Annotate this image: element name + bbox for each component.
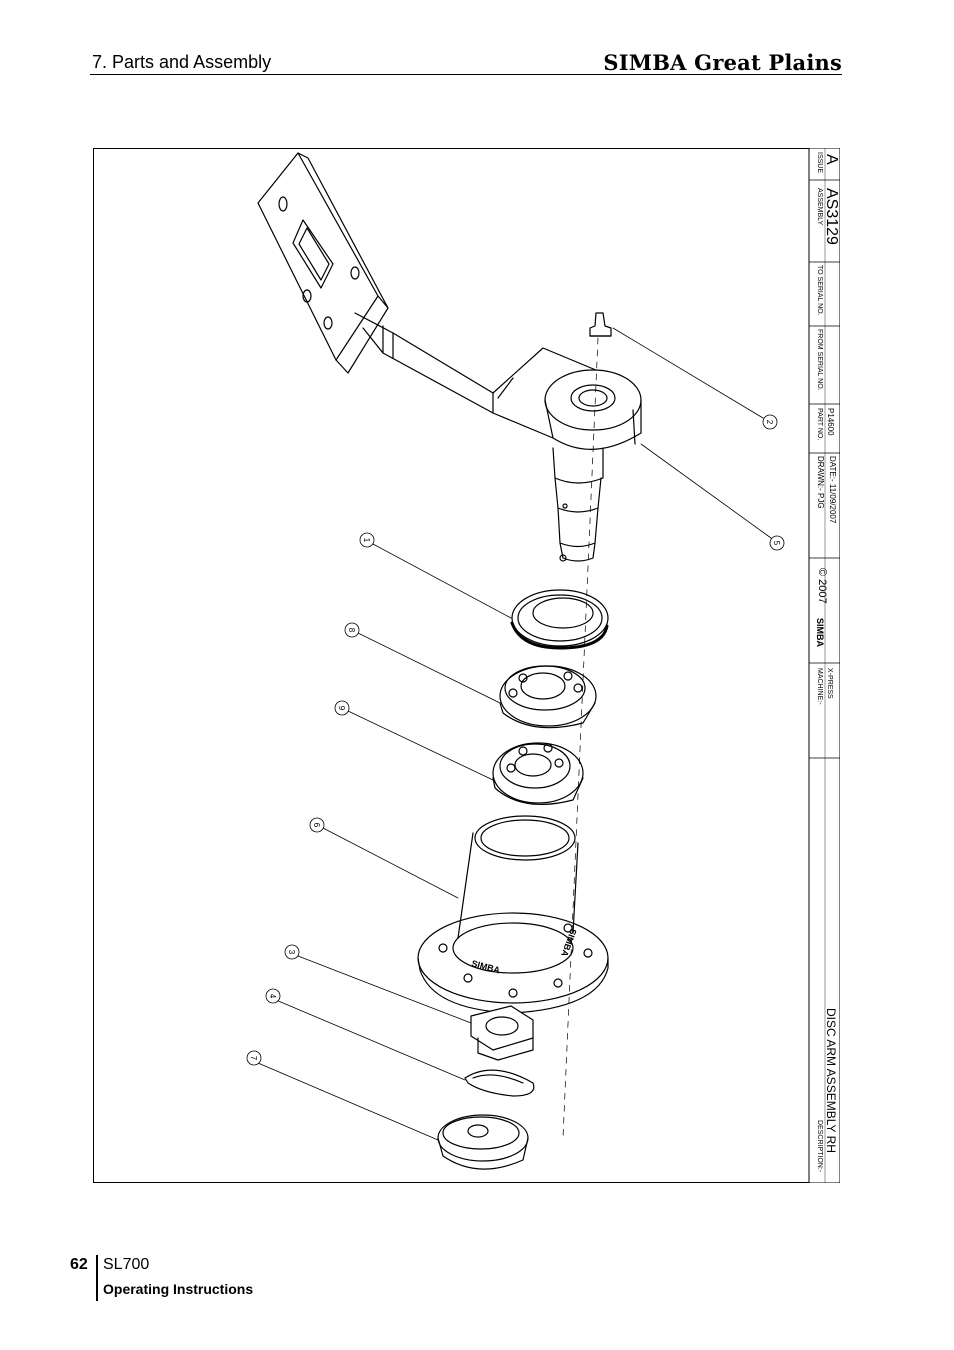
simba-logo: SIMBA: [815, 618, 825, 648]
bearing-part-8: [499, 665, 597, 729]
section-title: 7. Parts and Assembly: [92, 52, 272, 72]
split-pin-part-4: [464, 1069, 535, 1097]
brand-logo: SIMBA Great Plains: [603, 50, 842, 75]
part-no-value: P14600: [826, 408, 835, 436]
model-name: SL700: [103, 1256, 150, 1273]
issue-value: A: [823, 154, 840, 165]
header-rule: [90, 74, 842, 75]
issue-label: ISSUE: [816, 152, 823, 173]
castle-nut-part-3: [470, 1005, 534, 1061]
copyright: © 2007: [816, 568, 828, 604]
seal-part-1: [510, 589, 609, 650]
description-value: DISC ARM ASSEMBLY RH: [824, 1008, 838, 1153]
description-label: DESCRIPTION:-: [816, 1120, 823, 1173]
disc-arm: [354, 312, 642, 450]
bearing-part-9: [492, 742, 584, 805]
part-no-label: PART NO.: [816, 408, 823, 440]
to-serial-label: TO SERIAL NO.: [816, 265, 823, 316]
callout-5: 5: [772, 541, 781, 546]
grease-nipple: [589, 312, 612, 337]
from-serial-label: FROM SERIAL NO.: [816, 329, 823, 391]
callout-1: 1: [362, 538, 371, 543]
footer-divider: [96, 1255, 98, 1301]
callout-4: 4: [268, 994, 277, 999]
exploded-assembly-drawing: 1 2 3 4 5 6 7 8 9 SIMBA SIMBA ISSUE A AS…: [246, 148, 840, 1183]
drawn-by: DRAWN:- PJG: [816, 456, 825, 509]
drawing-date: DATE:- 11/09/2007: [828, 456, 837, 524]
machine-label: MACHINE:-: [816, 668, 823, 705]
callout-9: 9: [337, 706, 346, 711]
callout-7: 7: [249, 1056, 258, 1061]
mounting-plate: [257, 152, 389, 374]
assembly-label: ASSEMBLY: [816, 188, 823, 226]
page-number: 62: [70, 1256, 88, 1273]
callout-6: 6: [312, 823, 321, 828]
callout-8: 8: [347, 628, 356, 633]
manual-subtitle: Operating Instructions: [103, 1281, 254, 1297]
spindle: [552, 447, 604, 562]
title-block: ISSUE A ASSEMBLY AS3129 TO SERIAL NO. FR…: [808, 148, 840, 1183]
assembly-value: AS3129: [823, 188, 840, 245]
callout-2: 2: [765, 420, 774, 425]
callout-3: 3: [287, 950, 296, 955]
machine-value: X-PRESS: [826, 668, 833, 699]
dust-cap-part-7: [437, 1114, 529, 1170]
hub-part-6: [417, 815, 609, 1014]
